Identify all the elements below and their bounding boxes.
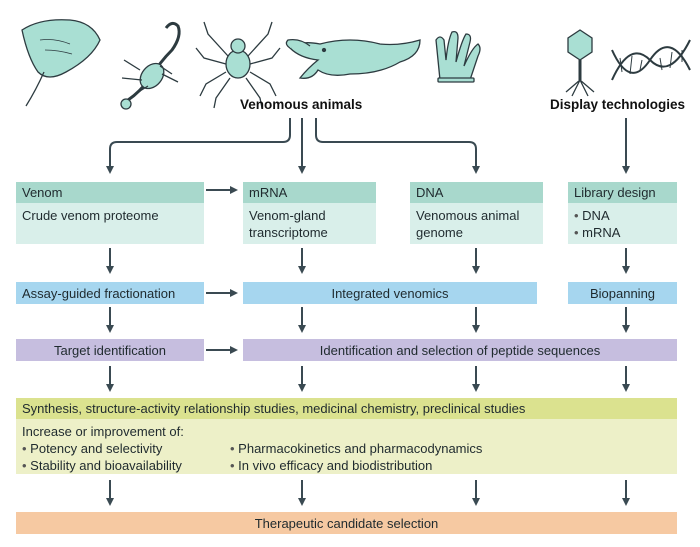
improvement-pkpd: Pharmacokinetics and pharmacodynamics: [230, 440, 482, 457]
improvement-stability: Stability and bioavailability: [22, 457, 182, 474]
dna-box-header: DNA: [410, 182, 543, 203]
arrow-to-dna: [315, 118, 480, 174]
library-box-header: Library design: [568, 182, 677, 203]
improvement-potency: Potency and selectivity: [22, 440, 182, 457]
venom-box-header: Venom: [16, 182, 204, 203]
assay-guided-fractionation-box: Assay-guided fractionation: [16, 282, 204, 304]
bacteriophage-icon: [565, 29, 595, 97]
venom-body-text: Crude venom proteome: [22, 208, 159, 223]
synthesis-header: Synthesis, structure-activity relationsh…: [16, 398, 677, 419]
scorpion-icon: [120, 21, 181, 110]
biopanning-box: Biopanning: [568, 282, 677, 304]
dna-body-line1: Venomous animal: [416, 208, 520, 223]
platypus-icon: [285, 38, 421, 79]
label-venomous-animals: Venomous animals: [240, 97, 363, 112]
venom-box-body: Crude venom proteome: [16, 203, 204, 244]
target-identification-box: Target identification: [16, 339, 204, 361]
dna-box-body: Venomous animal genome: [410, 203, 543, 244]
arrow-to-venom: [106, 118, 291, 174]
synthesis-intro: Increase or improvement of:: [22, 424, 184, 439]
stingray-icon: [21, 19, 101, 107]
library-item-mrna: mRNA: [574, 224, 671, 241]
integrated-venomics-box: Integrated venomics: [243, 282, 537, 304]
mrna-body-line1: Venom-gland: [249, 208, 326, 223]
icons-layer: [21, 19, 691, 110]
mrna-box-header: mRNA: [243, 182, 376, 203]
mrna-box-body: Venom-gland transcriptome: [243, 203, 376, 244]
dna-body-line2: genome: [416, 225, 463, 240]
mrna-body-line2: transcriptome: [249, 225, 328, 240]
sea-anemone-icon: [435, 30, 481, 83]
spider-icon: [195, 21, 281, 109]
dna-helix-icon: [611, 39, 691, 81]
improvement-efficacy: In vivo efficacy and biodistribution: [230, 457, 482, 474]
synthesis-body: Increase or improvement of: Potency and …: [16, 419, 677, 474]
label-display-technologies: Display technologies: [550, 97, 686, 112]
library-box-body: DNA mRNA: [568, 203, 677, 244]
therapeutic-candidate-selection-box: Therapeutic candidate selection: [16, 512, 677, 534]
library-item-dna: DNA: [574, 207, 671, 224]
identification-selection-box: Identification and selection of peptide …: [243, 339, 677, 361]
